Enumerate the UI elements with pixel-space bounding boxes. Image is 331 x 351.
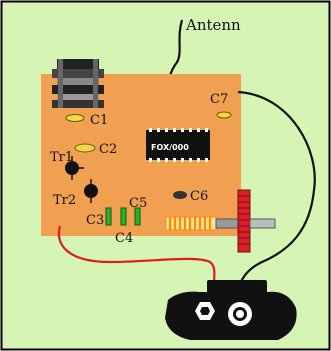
tuning-knob-icon <box>237 189 276 253</box>
battery-wire-red <box>57 225 217 291</box>
capacitor-c3-icon <box>105 207 112 226</box>
capacitor-c6-icon <box>173 191 187 199</box>
trimmer-capacitor-icon <box>52 59 104 108</box>
label-c1: C1 <box>90 113 108 128</box>
label-c6: C6 <box>190 189 208 204</box>
label-tr1: Tr1 <box>50 150 73 165</box>
label-c7: C7 <box>210 92 228 107</box>
antenna-label: Antenn <box>185 16 241 34</box>
label-c5: C5 <box>129 196 147 211</box>
capacitor-c7-icon <box>216 111 232 119</box>
label-c2: C2 <box>99 142 117 157</box>
capacitor-c1-icon <box>65 114 85 122</box>
battery-clip-icon <box>165 280 297 340</box>
ic-chip-icon <box>146 128 210 162</box>
transistor-tr1-icon <box>65 156 84 180</box>
label-tr2: Tr2 <box>53 193 76 208</box>
tuning-shaft <box>215 218 241 229</box>
battery-wire-black <box>236 90 316 291</box>
capacitor-c5-icon <box>134 207 141 226</box>
ic-label: FOX/000 <box>151 143 189 152</box>
coil-inductor-icon <box>165 216 217 231</box>
label-c3: C3 <box>86 213 104 228</box>
capacitor-c4-icon <box>120 207 127 226</box>
capacitor-c2-icon <box>74 143 96 153</box>
transistor-tr2-icon <box>84 179 98 203</box>
label-c4: C4 <box>115 231 133 246</box>
